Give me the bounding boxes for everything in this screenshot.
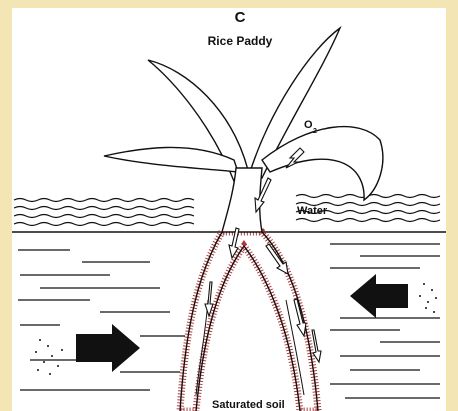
oxygen-subscript: 2 xyxy=(313,128,317,135)
water-label: Water xyxy=(297,205,328,217)
diagram-title: Rice Paddy xyxy=(208,34,273,48)
oxygen-label: O xyxy=(304,119,313,131)
panel-letter: C xyxy=(235,9,246,26)
soil-label: Saturated soil xyxy=(212,399,285,411)
